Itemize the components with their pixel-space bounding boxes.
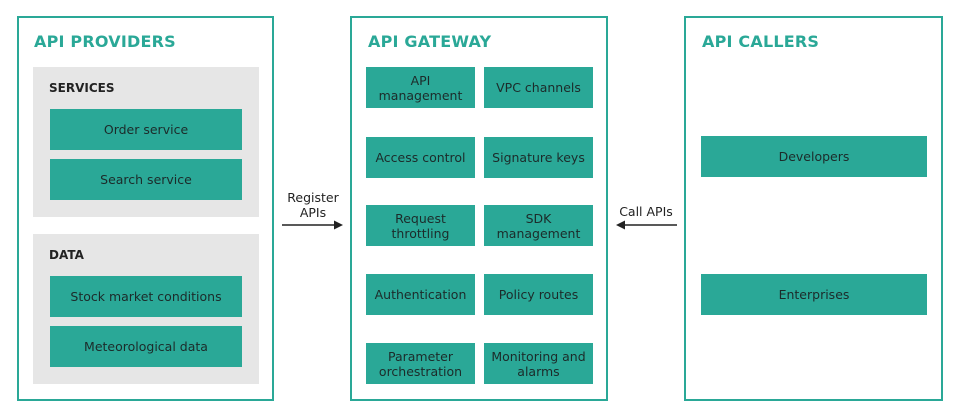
authentication-box: Authentication (366, 274, 475, 315)
request-throttling-label: Request throttling (391, 210, 450, 241)
access-control-box: Access control (366, 137, 475, 178)
monitoring-alarms-box: Monitoring and alarms (484, 343, 593, 384)
order-service-box: Order service (50, 109, 242, 150)
sdk-management-label: SDK management (496, 210, 581, 241)
api-gateway-panel: API GATEWAY API management VPC channels … (350, 16, 608, 401)
developers-box: Developers (701, 136, 927, 177)
policy-routes-label: Policy routes (498, 287, 579, 302)
search-service-box: Search service (50, 159, 242, 200)
sdk-management-box: SDK management (484, 205, 593, 246)
signature-keys-box: Signature keys (484, 137, 593, 178)
api-providers-title: API PROVIDERS (34, 32, 176, 51)
register-arrow (282, 220, 343, 230)
meteorological-data-box: Meteorological data (50, 326, 242, 367)
api-management-label: API management (378, 72, 463, 103)
api-management-box: API management (366, 67, 475, 108)
register-apis-label: Register APIs (287, 190, 339, 220)
access-control-label: Access control (375, 150, 466, 165)
enterprises-box: Enterprises (701, 274, 927, 315)
order-service-label: Order service (103, 122, 189, 137)
policy-routes-box: Policy routes (484, 274, 593, 315)
vpc-channels-label: VPC channels (496, 80, 581, 95)
meteorological-data-label: Meteorological data (84, 339, 208, 354)
call-arrow (616, 220, 677, 230)
data-group: DATA Stock market conditions Meteorologi… (33, 234, 259, 384)
api-gateway-title: API GATEWAY (368, 32, 492, 51)
api-callers-title: API CALLERS (702, 32, 820, 51)
authentication-label: Authentication (374, 287, 467, 302)
request-throttling-box: Request throttling (366, 205, 475, 246)
signature-keys-label: Signature keys (492, 150, 585, 165)
stock-market-box: Stock market conditions (50, 276, 242, 317)
search-service-label: Search service (100, 172, 192, 187)
monitoring-alarms-label: Monitoring and alarms (491, 348, 586, 379)
api-providers-panel: API PROVIDERS SERVICES Order service Sea… (17, 16, 274, 401)
parameter-orchestration-label: Parameter orchestration (378, 348, 463, 379)
developers-label: Developers (778, 149, 850, 164)
enterprises-label: Enterprises (778, 287, 850, 302)
parameter-orchestration-box: Parameter orchestration (366, 343, 475, 384)
api-callers-panel: API CALLERS Developers Enterprises (684, 16, 943, 401)
call-apis-label: Call APIs (619, 204, 673, 219)
stock-market-label: Stock market conditions (70, 289, 222, 304)
services-group: SERVICES Order service Search service (33, 67, 259, 217)
vpc-channels-box: VPC channels (484, 67, 593, 108)
services-title: SERVICES (49, 81, 115, 95)
data-title: DATA (49, 248, 84, 262)
